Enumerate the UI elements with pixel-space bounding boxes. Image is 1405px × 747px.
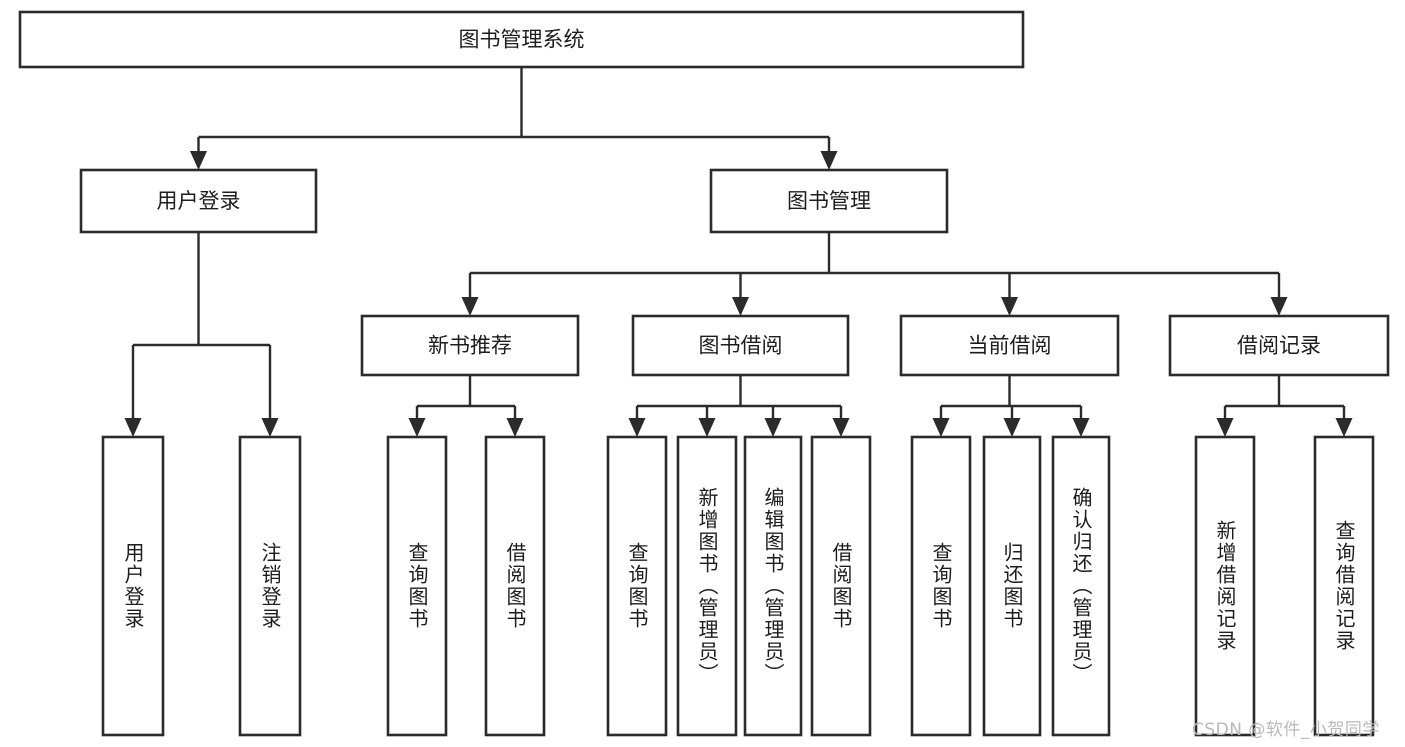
leaf-node-9[interactable] bbox=[982, 435, 1042, 737]
root-node-book-management-system[interactable] bbox=[18, 10, 1025, 69]
level3-node-3-label: 借阅记录 bbox=[1237, 334, 1321, 358]
level3-node-2[interactable] bbox=[899, 314, 1120, 377]
level3-node-0[interactable] bbox=[360, 314, 580, 377]
arrow-head-icon bbox=[1335, 418, 1353, 437]
level2-node-0[interactable] bbox=[79, 168, 318, 234]
arrow-head-icon bbox=[832, 418, 850, 437]
leaf-node-6[interactable] bbox=[743, 435, 803, 737]
leaf-node-0[interactable] bbox=[101, 435, 165, 737]
leaf-node-10[interactable] bbox=[1051, 435, 1111, 737]
arrow-head-icon bbox=[461, 297, 479, 316]
level3-node-0-label: 新书推荐 bbox=[428, 334, 512, 358]
leaf-node-7[interactable] bbox=[810, 435, 872, 737]
level3-node-2-label: 当前借阅 bbox=[968, 334, 1052, 358]
arrow-head-icon bbox=[506, 418, 524, 437]
leaf-node-8[interactable] bbox=[910, 435, 972, 737]
arrow-head-icon bbox=[408, 418, 426, 437]
csdn-watermark: CSDN @软件_小贺同学 bbox=[1192, 720, 1380, 740]
leaf-node-4[interactable] bbox=[606, 435, 668, 737]
arrow-head-icon bbox=[1001, 297, 1018, 316]
arrow-head-icon bbox=[698, 418, 716, 437]
arrow-head-icon bbox=[820, 151, 838, 170]
leaf-node-1[interactable] bbox=[238, 435, 302, 737]
leaf-node-12[interactable] bbox=[1313, 435, 1375, 737]
arrow-head-icon bbox=[1072, 418, 1090, 437]
arrow-head-icon bbox=[1003, 418, 1021, 437]
leaf-node-2[interactable] bbox=[386, 435, 448, 737]
arrow-head-icon bbox=[764, 418, 782, 437]
arrow-head-icon bbox=[124, 418, 142, 437]
leaf-node-11[interactable] bbox=[1194, 435, 1256, 737]
arrow-head-icon bbox=[732, 297, 749, 316]
arrow-head-icon bbox=[628, 418, 646, 437]
level3-node-1-label: 图书借阅 bbox=[699, 334, 783, 358]
arrow-head-icon bbox=[1270, 297, 1288, 316]
arrow-head-icon bbox=[932, 418, 950, 437]
arrow-head-icon bbox=[1216, 418, 1234, 437]
level3-node-1[interactable] bbox=[631, 314, 850, 377]
leaf-node-3[interactable] bbox=[484, 435, 546, 737]
arrow-head-icon bbox=[190, 151, 207, 170]
level2-node-1-label: 图书管理 bbox=[787, 189, 871, 213]
arrow-head-icon bbox=[261, 418, 279, 437]
level2-node-0-label: 用户登录 bbox=[157, 189, 241, 213]
root-node-book-management-system-label: 图书管理系统 bbox=[459, 28, 585, 52]
level3-node-3[interactable] bbox=[1168, 314, 1390, 377]
connector-lines bbox=[124, 67, 1353, 437]
leaf-node-5[interactable] bbox=[676, 435, 738, 737]
level2-node-1[interactable] bbox=[709, 168, 949, 234]
node-boxes bbox=[18, 10, 1390, 737]
